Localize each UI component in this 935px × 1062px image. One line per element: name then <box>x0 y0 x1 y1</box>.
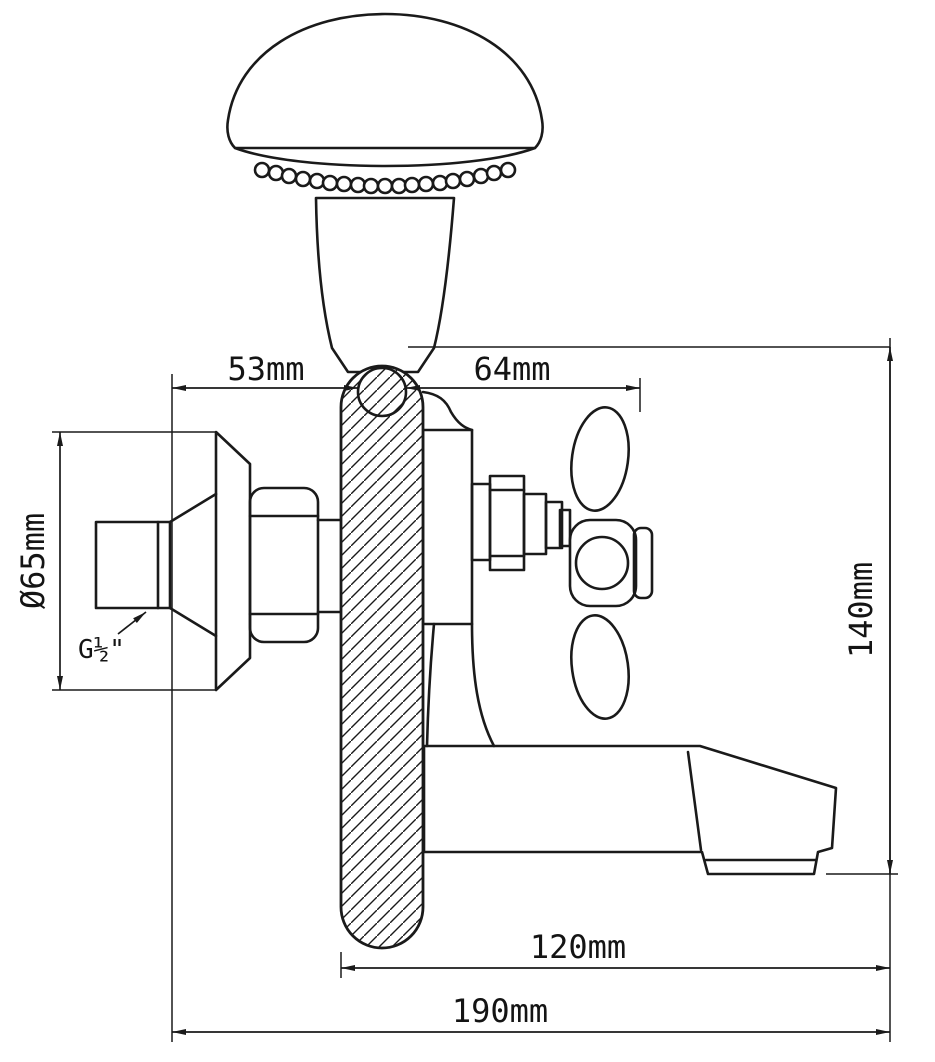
handle-stem <box>558 508 572 548</box>
dim-label-53mm: 53mm <box>227 350 304 388</box>
nut-to-wall-pipe <box>316 518 343 614</box>
shower-head <box>226 12 544 374</box>
inlet-assembly <box>94 430 343 692</box>
body-block <box>421 428 474 626</box>
wall-section <box>339 364 425 950</box>
valve-body <box>421 390 572 748</box>
handle-cap <box>632 526 654 600</box>
shower-nozzles <box>253 161 517 195</box>
dimension-layer: 53mm 64mm 140mm Ø65mm 120mm 190mm G½" <box>14 338 898 1042</box>
inlet-pipe-stub <box>94 520 172 610</box>
mounting-nut-facets <box>248 514 320 616</box>
handle-body <box>568 518 638 608</box>
shower-head-dome <box>226 12 544 150</box>
spout-outline <box>422 744 838 876</box>
dim-label-64mm: 64mm <box>473 350 550 388</box>
handle-blade-top <box>570 406 630 512</box>
stem-housing <box>522 492 548 556</box>
ball-joint <box>356 366 408 418</box>
inlet-cone <box>168 492 218 638</box>
dim-label-65mm: Ø65mm <box>14 513 52 609</box>
cross-handle <box>568 406 654 720</box>
stem-collar <box>544 500 564 550</box>
mounting-nut <box>248 486 320 644</box>
wall-section-hatch <box>339 364 425 950</box>
body-shoulder <box>421 390 474 432</box>
valve-neck <box>470 482 492 562</box>
dim-label-140mm: 140mm <box>842 562 880 658</box>
wall-flange <box>214 430 252 692</box>
dim-label-120mm: 120mm <box>530 928 626 966</box>
handle-blade-bottom <box>570 614 630 720</box>
spout-head-junction <box>686 750 703 852</box>
tub-spout <box>422 744 838 876</box>
thread-size-label: G½" <box>78 635 125 665</box>
thread-leader-arrow <box>117 611 147 635</box>
extension-flange <box>52 431 216 691</box>
shower-head-rim <box>233 146 537 168</box>
shower-arm-cone <box>314 196 456 374</box>
handle-hub <box>574 535 630 591</box>
bonnet-lines <box>488 488 526 558</box>
dim-label-190mm: 190mm <box>452 992 548 1030</box>
body-lower <box>425 622 496 748</box>
